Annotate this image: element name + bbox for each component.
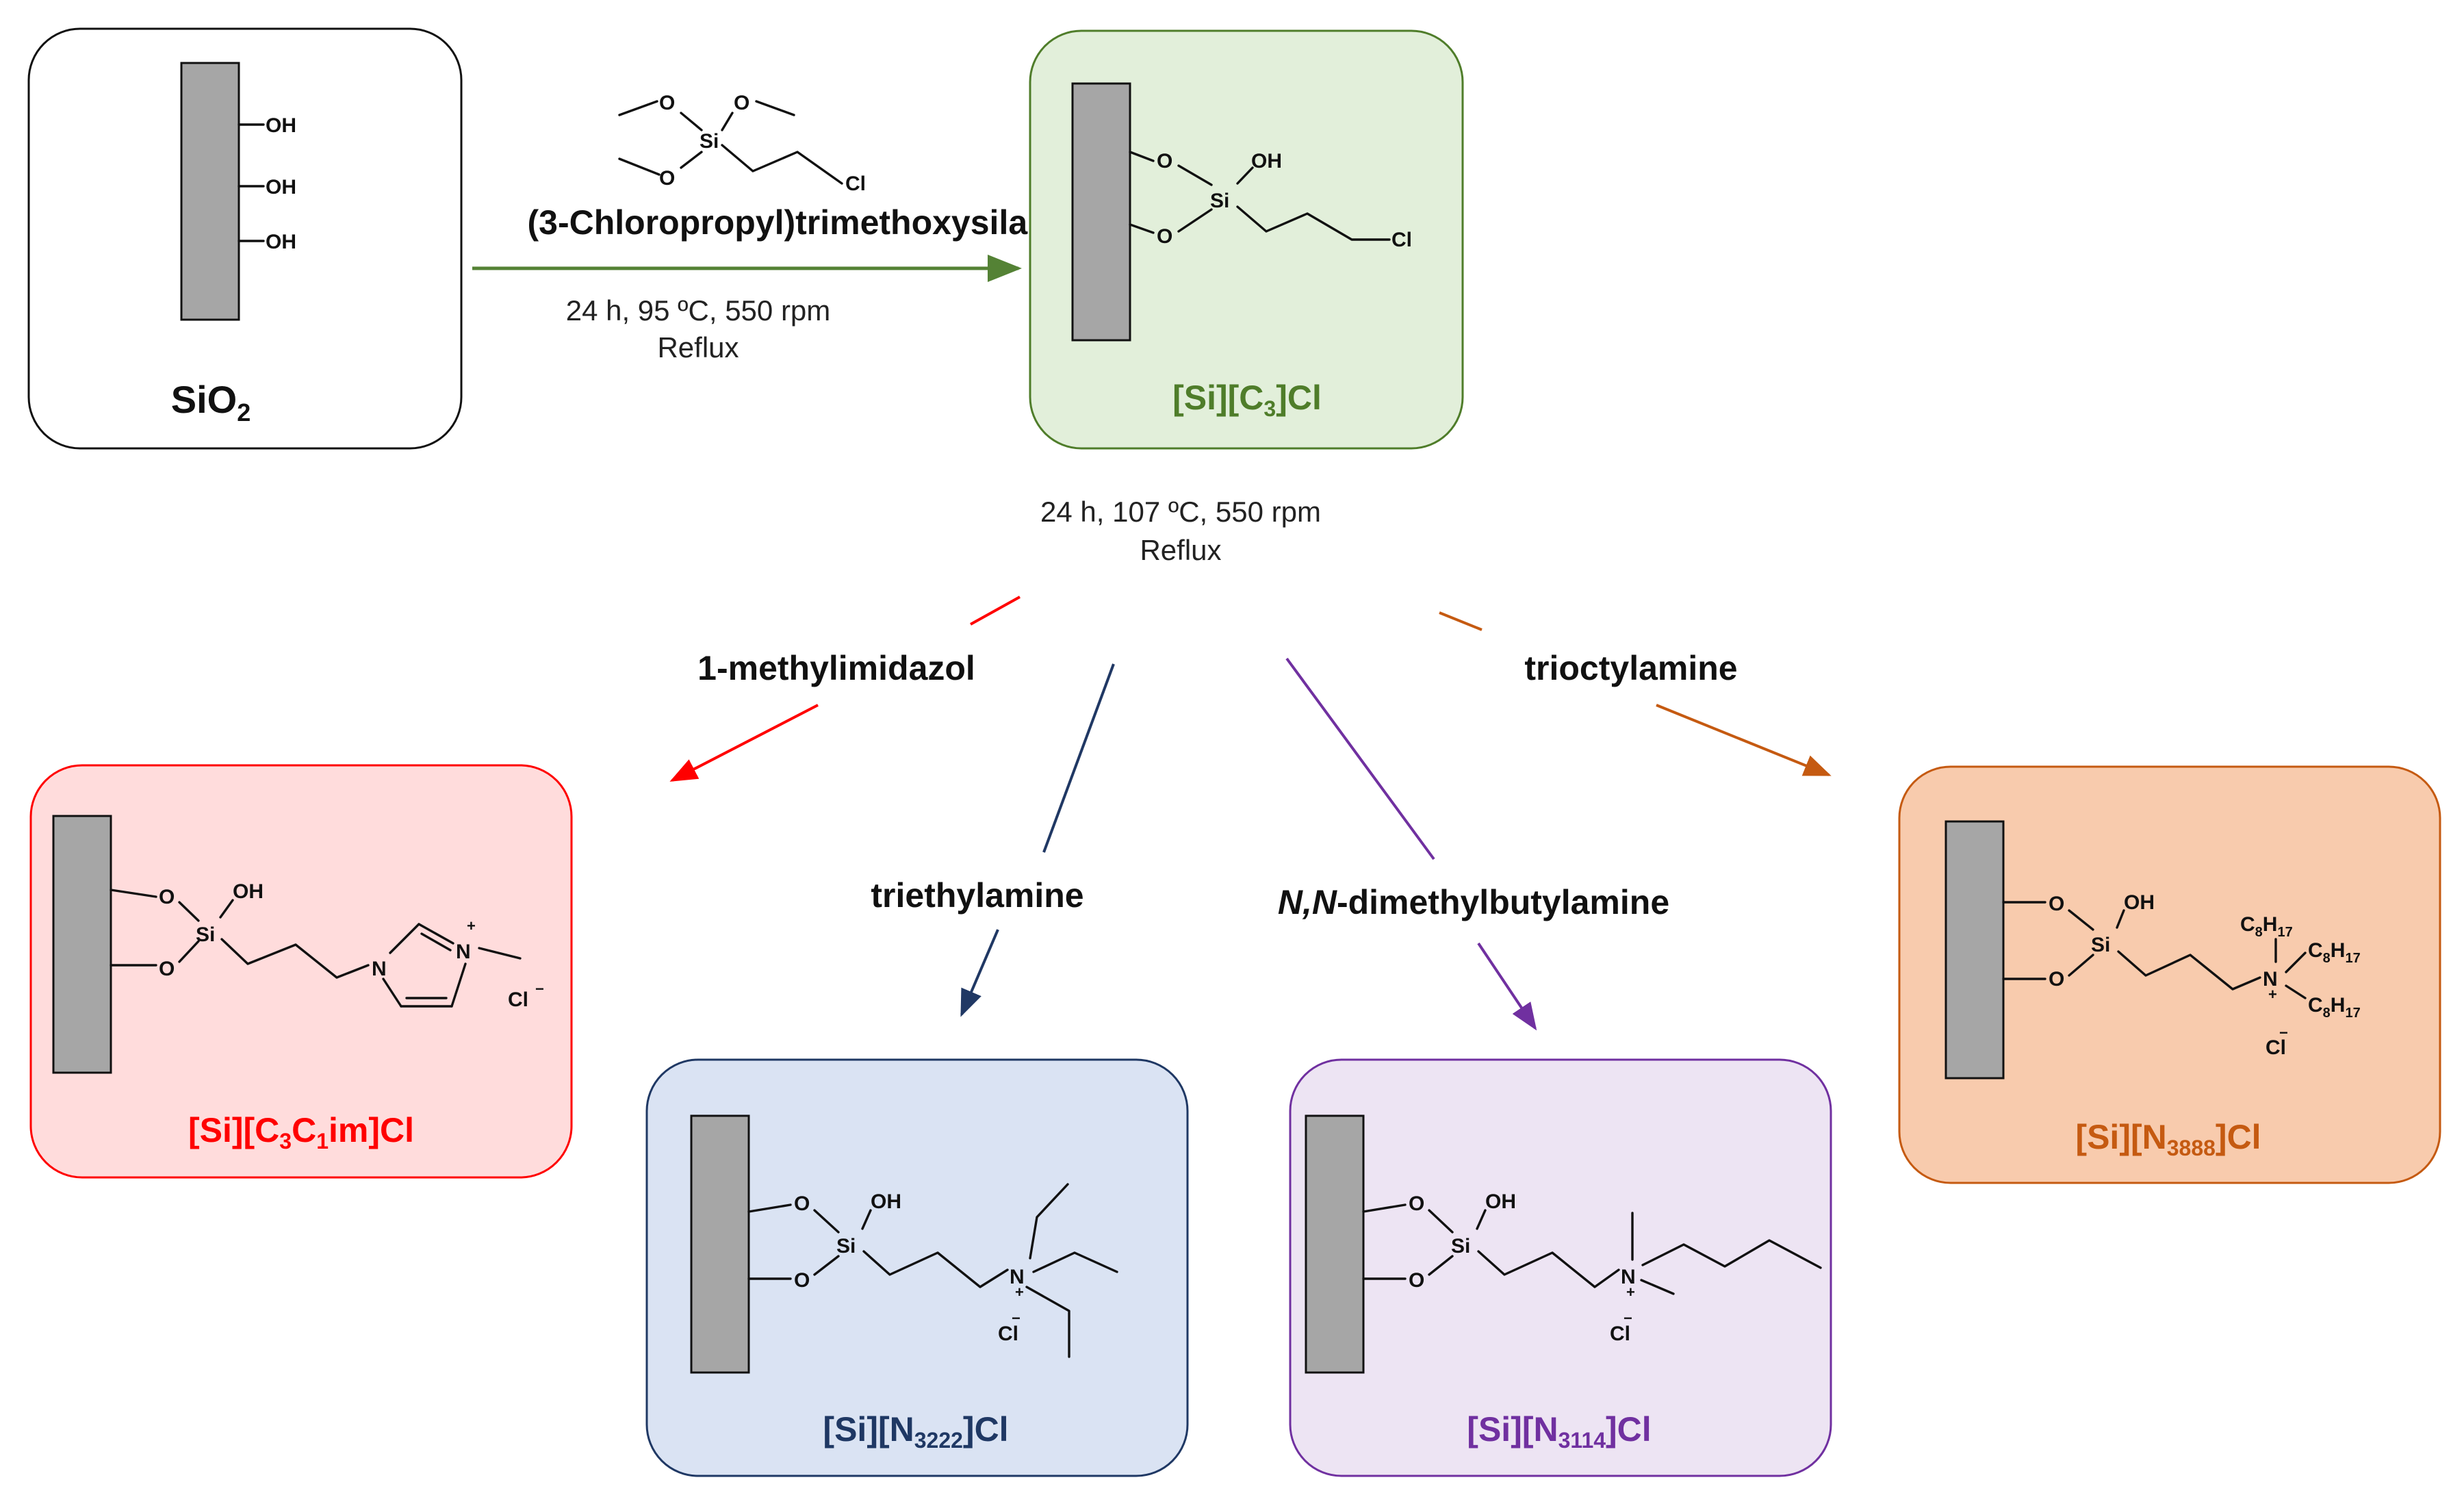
step1-reflux: Reflux — [657, 331, 739, 363]
product-n3222-box: O O Si OH N + Cl − [Si][N3222]Cl — [645, 1058, 1189, 1477]
svg-text:+: + — [1626, 1284, 1635, 1301]
silica-surface — [1305, 1114, 1365, 1374]
reagent-trioctylamine: trioctylamine — [1524, 649, 1737, 687]
svg-text:O: O — [734, 92, 749, 114]
svg-text:O: O — [659, 167, 675, 190]
reagent-triethylamine: triethylamine — [871, 876, 1083, 915]
ammonium-n: N — [1621, 1266, 1636, 1288]
svg-text:OH: OH — [1251, 150, 1282, 173]
svg-text:Cl: Cl — [2266, 1036, 2286, 1059]
svg-text:O: O — [2049, 893, 2064, 915]
arrow-trioctylamine-b — [1656, 704, 1832, 776]
ammonium-n: N — [2263, 968, 2278, 991]
svg-text:Cl: Cl — [998, 1323, 1018, 1345]
svg-text:O: O — [159, 958, 175, 980]
silicon-atom: Si — [196, 923, 215, 946]
step2-condition: 24 h, 107 ºC, 550 rpm — [1040, 496, 1321, 528]
svg-text:O: O — [2049, 968, 2064, 991]
product-imidazolium-box: O O Si OH N N + Cl − [Si][C3C1im]Cl — [29, 764, 573, 1179]
svg-text:O: O — [159, 886, 175, 908]
step1-condition: 24 h, 95 ºC, 550 rpm — [566, 294, 831, 327]
svg-text:Cl: Cl — [1391, 229, 1412, 251]
svg-text:−: − — [535, 980, 544, 997]
svg-text:OH: OH — [871, 1190, 901, 1213]
intermediate-label: [Si][C3]Cl — [1172, 379, 1322, 421]
svg-text:−: − — [1012, 1310, 1021, 1327]
svg-text:O: O — [1157, 150, 1172, 173]
svg-text:O: O — [1157, 225, 1172, 248]
silica-surface — [1071, 82, 1131, 342]
product-n3114-label: [Si][N3114]Cl — [1467, 1410, 1651, 1453]
svg-text:O: O — [794, 1269, 810, 1292]
silicon-atom: Si — [1210, 190, 1229, 212]
svg-text:O: O — [1409, 1192, 1424, 1215]
reagent-methylimidazol: 1-methylimidazol — [697, 649, 975, 687]
svg-text:+: + — [2268, 986, 2277, 1003]
arrow-dmba-a — [1285, 657, 1435, 860]
silica-surface — [690, 1114, 750, 1374]
svg-text:OH: OH — [2124, 891, 2155, 914]
silica-surface — [180, 62, 240, 321]
octyl-3: C8H17 — [2308, 994, 2361, 1021]
sio2-box: OH OH OH SiO2 — [27, 27, 463, 450]
arrow-dmba-b — [1477, 942, 1537, 1031]
cptms-name: (3-Chloropropyl)trimethoxysilane — [528, 203, 1068, 242]
product-n3888-box: O O Si OH N + C8H17 C8H17 C8H17 Cl − [Si… — [1898, 765, 2441, 1184]
octyl-1: C8H17 — [2240, 913, 2293, 940]
svg-text:O: O — [659, 92, 675, 114]
hydroxyl-1: OH — [266, 114, 296, 137]
arrow-triethylamine-b — [960, 929, 999, 1017]
silicon-atom: Si — [836, 1235, 856, 1258]
sio2-label: SiO2 — [171, 378, 251, 426]
silicon-atom: Si — [2091, 934, 2110, 956]
svg-text:Cl: Cl — [845, 173, 866, 195]
hydroxyl-3: OH — [266, 231, 296, 253]
silicon-atom: Si — [1451, 1235, 1470, 1258]
svg-text:−: − — [2279, 1024, 2288, 1041]
ammonium-n: N — [1010, 1266, 1025, 1288]
svg-text:OH: OH — [233, 880, 264, 903]
octyl-2: C8H17 — [2308, 939, 2361, 966]
product-n3114-box: O O Si OH N + Cl − [Si][N3114]Cl — [1289, 1058, 1832, 1477]
imidazole-n3: N — [456, 941, 471, 963]
silica-surface — [1945, 820, 2005, 1080]
step2-reflux: Reflux — [1140, 534, 1221, 566]
silica-surface — [52, 815, 112, 1074]
svg-text:OH: OH — [1485, 1190, 1516, 1213]
svg-text:Cl: Cl — [508, 988, 528, 1011]
svg-text:O: O — [794, 1192, 810, 1215]
product-n3222-label: [Si][N3222]Cl — [823, 1410, 1008, 1453]
cptms-structure: O Si O O Cl — [618, 92, 866, 195]
svg-text:+: + — [467, 917, 476, 934]
arrow-triethylamine-a — [1042, 663, 1115, 853]
imidazole-n1: N — [372, 958, 387, 980]
arrow-methylimidazol-b — [669, 704, 819, 782]
svg-text:+: + — [1015, 1284, 1024, 1301]
arrow-methylimidazol-a — [970, 596, 1021, 626]
svg-text:Cl: Cl — [1610, 1323, 1630, 1345]
product-imidazolium-label: [Si][C3C1im]Cl — [188, 1111, 414, 1153]
intermediate-box: O O Si OH Cl [Si][C3]Cl — [1029, 29, 1464, 450]
svg-text:O: O — [1409, 1269, 1424, 1292]
svg-text:−: − — [1624, 1310, 1632, 1327]
product-n3888-label: [Si][N3888]Cl — [2075, 1118, 2261, 1160]
hydroxyl-2: OH — [266, 176, 296, 199]
arrow-trioctylamine-a — [1439, 611, 1483, 631]
silicon-atom: Si — [700, 130, 719, 153]
reagent-dimethylbutylamine: N,N-dimethylbutylamine — [1278, 883, 1669, 921]
